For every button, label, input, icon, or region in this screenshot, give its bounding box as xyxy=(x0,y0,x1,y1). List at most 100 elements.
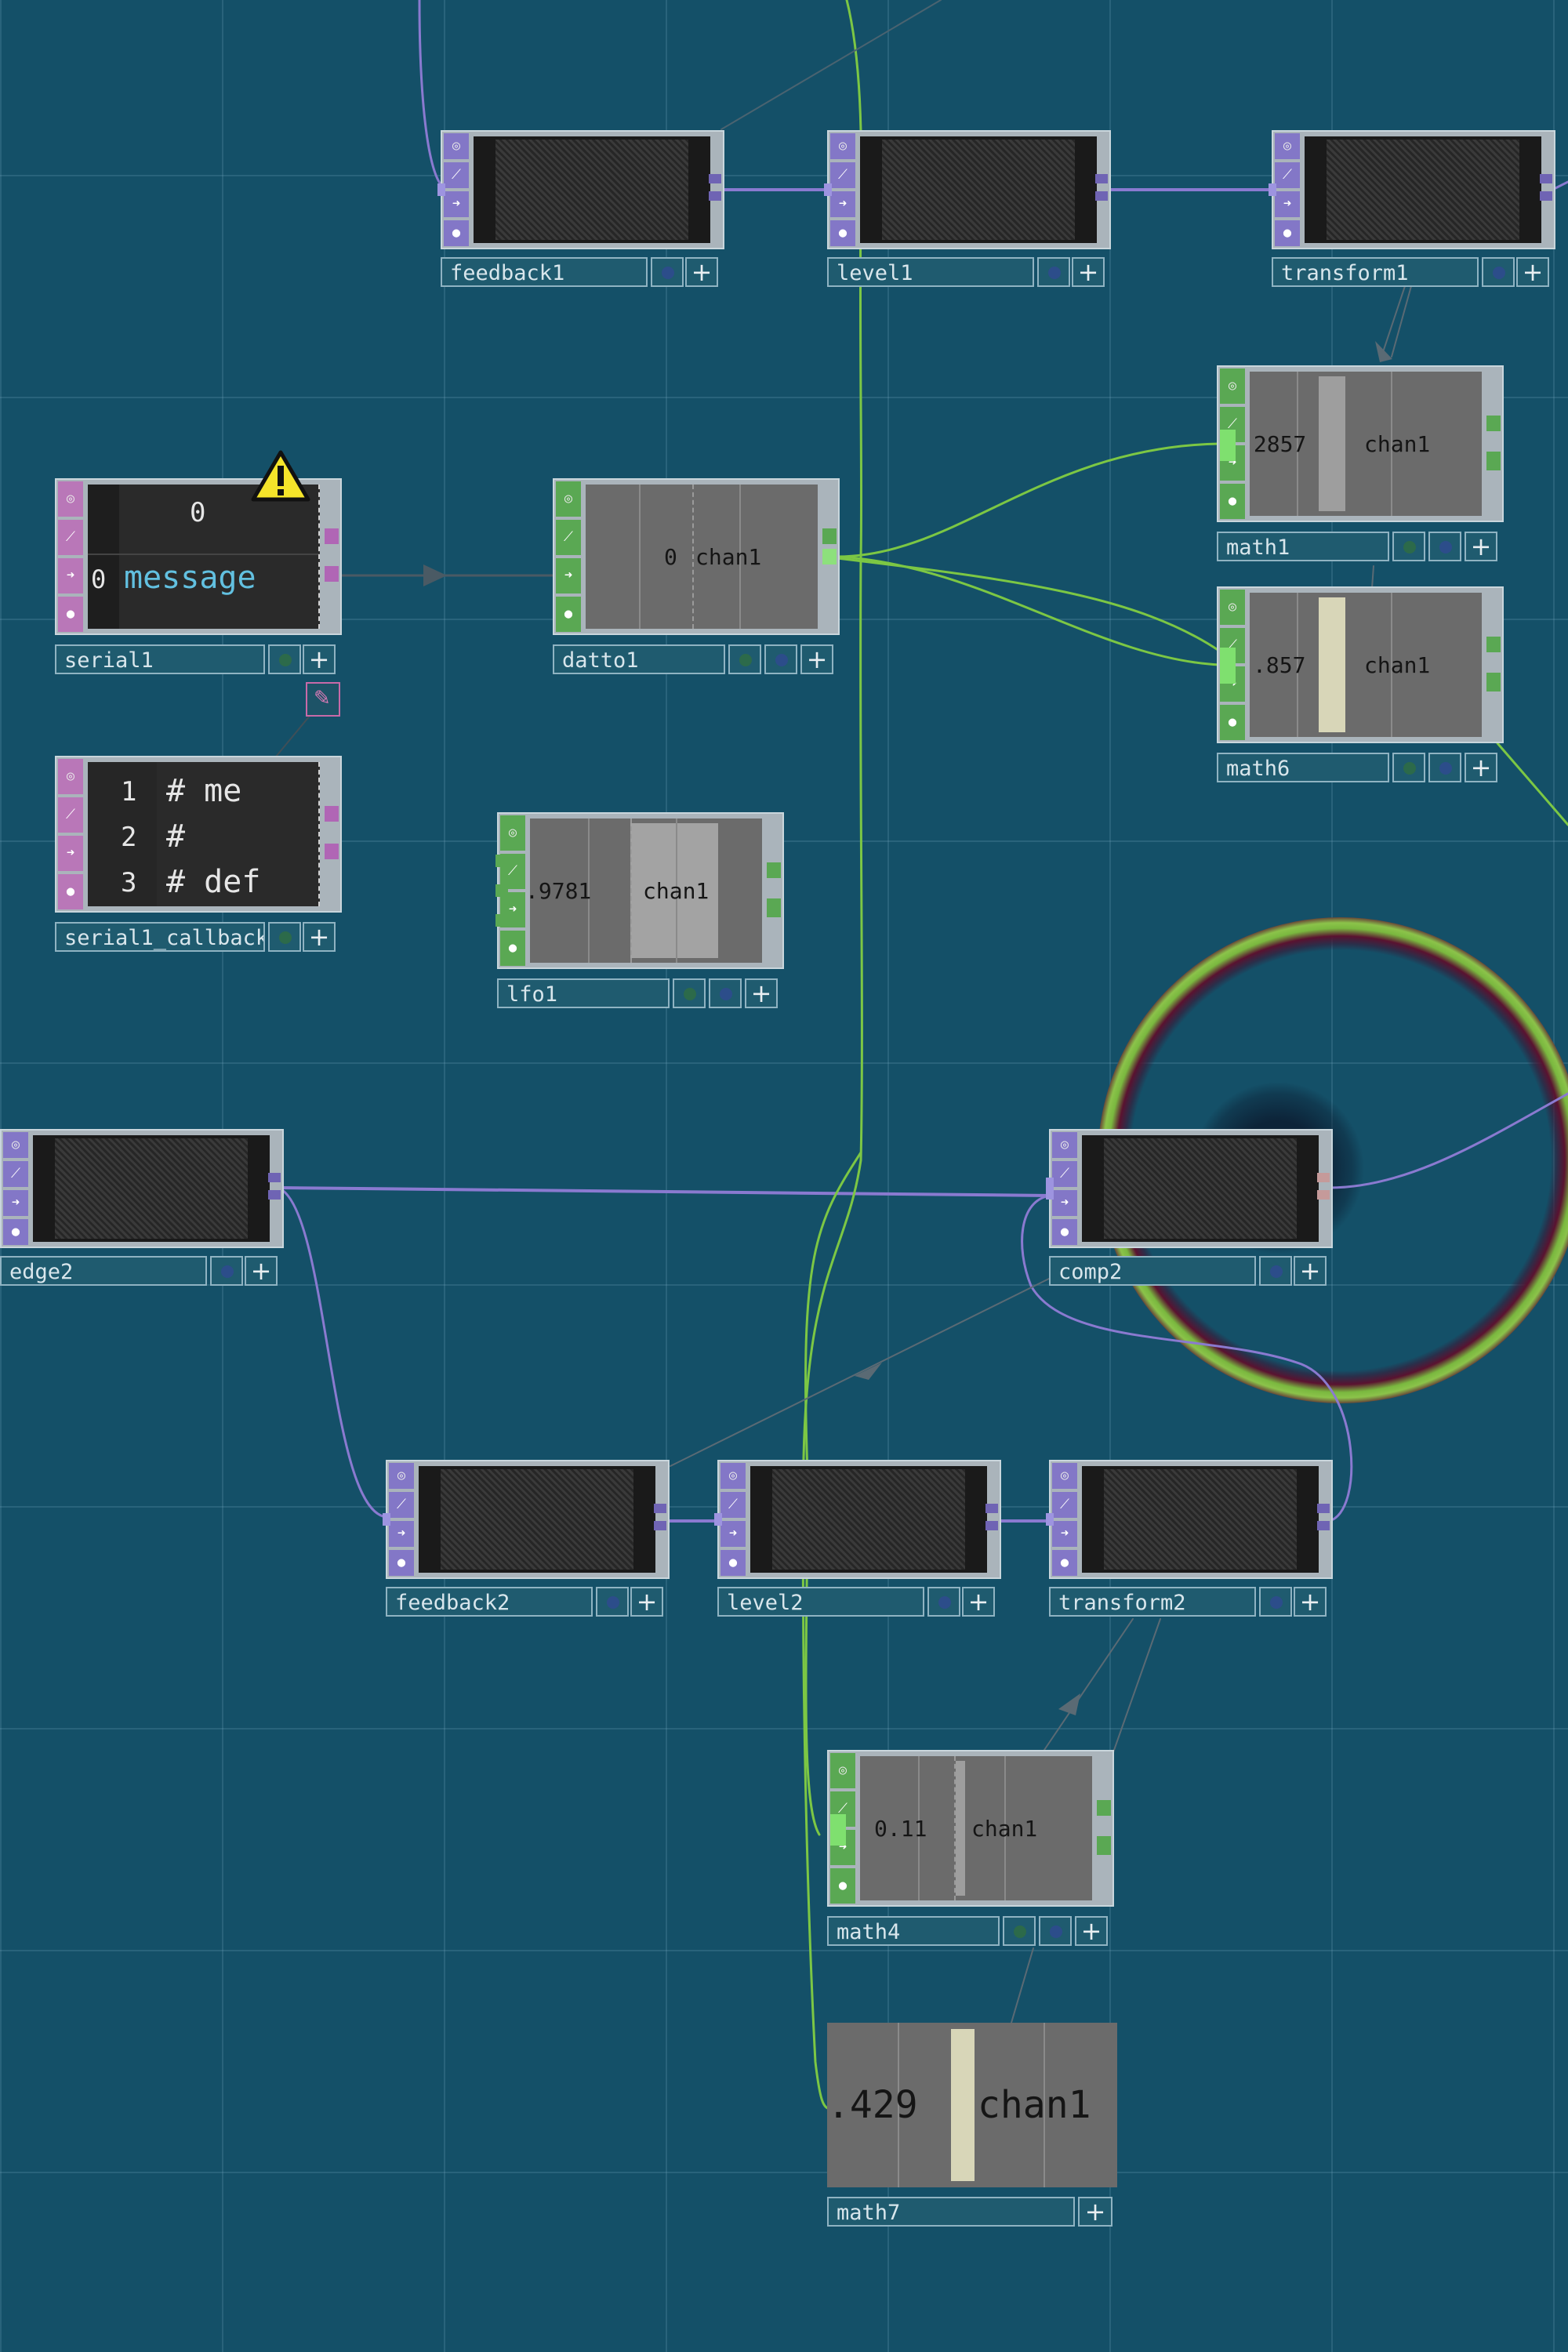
node-name[interactable]: transform2 xyxy=(1049,1587,1256,1617)
level1-node[interactable]: ◎ ⟋ ➜ ● level1 + xyxy=(824,130,1111,287)
viewer-toggle-button[interactable] xyxy=(651,257,684,287)
node-name[interactable]: level1 xyxy=(827,257,1034,287)
input-connector[interactable] xyxy=(495,914,508,927)
output-connector[interactable] xyxy=(1540,174,1552,183)
bypass-icon[interactable]: ⟋ xyxy=(720,1492,746,1518)
viewer-toggle-icon[interactable]: ◎ xyxy=(3,1132,28,1158)
input-connector[interactable] xyxy=(495,884,508,897)
input-connector[interactable] xyxy=(1220,430,1236,461)
add-icon[interactable]: + xyxy=(1294,1256,1327,1286)
pass-through-icon[interactable]: ➜ xyxy=(389,1521,414,1547)
viewer-toggle-icon[interactable]: ◎ xyxy=(58,481,83,517)
viewer-toggle-button[interactable] xyxy=(1039,1916,1072,1946)
add-icon[interactable]: + xyxy=(303,922,336,952)
node-name[interactable]: transform1 xyxy=(1272,257,1479,287)
cook-icon[interactable]: ● xyxy=(444,220,469,246)
math6-node[interactable]: ◎ ⟋ ➜ ● .857 chan1 math6 + xyxy=(1217,586,1504,782)
warning-icon[interactable] xyxy=(251,450,310,502)
cook-icon[interactable]: ● xyxy=(389,1550,414,1576)
output-connector[interactable] xyxy=(1097,1836,1111,1855)
pass-through-icon[interactable]: ➜ xyxy=(444,191,469,217)
level2-viewer[interactable] xyxy=(750,1466,987,1573)
node-name[interactable]: math4 xyxy=(827,1916,1000,1946)
viewer-toggle-icon[interactable]: ◎ xyxy=(389,1463,414,1489)
viewer-toggle-icon[interactable]: ◎ xyxy=(1275,133,1300,159)
output-connector[interactable] xyxy=(325,528,339,544)
transform1-node[interactable]: ◎ ⟋ ➜ ● transform1 + xyxy=(1269,130,1555,287)
viewer-toggle-button[interactable] xyxy=(210,1256,243,1286)
viewer-toggle-icon[interactable]: ◎ xyxy=(830,1753,855,1788)
level1-viewer[interactable] xyxy=(860,136,1097,243)
pass-through-icon[interactable]: ➜ xyxy=(1275,191,1300,217)
cook-icon[interactable]: ● xyxy=(58,874,83,909)
bypass-icon[interactable]: ⟋ xyxy=(830,162,855,188)
viewer-toggle-button[interactable] xyxy=(1482,257,1515,287)
add-icon[interactable]: + xyxy=(1465,532,1497,561)
add-icon[interactable]: + xyxy=(630,1587,663,1617)
viewer-toggle-button[interactable] xyxy=(1428,753,1461,782)
math4-node[interactable]: ◎ ⟋ ➜ ● 0.11 chan1 math4 + xyxy=(827,1750,1114,1946)
input-connector[interactable] xyxy=(383,1513,390,1526)
output-connector[interactable] xyxy=(985,1521,998,1530)
add-icon[interactable]: + xyxy=(1465,753,1497,782)
output-connector[interactable] xyxy=(268,1190,281,1200)
pass-through-icon[interactable]: ➜ xyxy=(1052,1521,1077,1547)
bypass-icon[interactable]: ⟋ xyxy=(58,520,83,555)
cook-icon[interactable]: ● xyxy=(3,1219,28,1245)
transform2-viewer[interactable] xyxy=(1082,1466,1319,1573)
comp2-viewer[interactable] xyxy=(1082,1135,1319,1242)
viewer-toggle-button[interactable] xyxy=(709,978,742,1008)
feedback1-node[interactable]: ◎ ⟋ ➜ ● feedback1 + xyxy=(437,130,724,287)
math7-node[interactable]: .429 chan1 math7 + xyxy=(827,2023,1117,2227)
feedback2-node[interactable]: ◎ ⟋ ➜ ● feedback2 + xyxy=(383,1460,670,1617)
viewer-toggle-icon[interactable]: ◎ xyxy=(58,759,83,794)
cook-icon[interactable]: ● xyxy=(830,220,855,246)
output-connector[interactable] xyxy=(1317,1190,1330,1200)
node-name[interactable]: comp2 xyxy=(1049,1256,1256,1286)
add-icon[interactable]: + xyxy=(1072,257,1105,287)
input-connector[interactable] xyxy=(1046,1513,1054,1526)
bypass-icon[interactable]: ⟋ xyxy=(500,854,525,889)
pass-through-icon[interactable]: ➜ xyxy=(3,1190,28,1216)
node-name[interactable]: edge2 xyxy=(0,1256,207,1286)
cook-icon[interactable]: ● xyxy=(556,597,581,632)
math1-channel-viewer[interactable]: .2857 chan1 xyxy=(1250,372,1482,516)
output-connector[interactable] xyxy=(1486,416,1501,431)
feedback2-viewer[interactable] xyxy=(419,1466,655,1573)
output-connector[interactable] xyxy=(1095,191,1108,201)
node-name[interactable]: feedback2 xyxy=(386,1587,593,1617)
node-name[interactable]: serial1 xyxy=(55,644,265,674)
cook-icon[interactable]: ● xyxy=(1052,1550,1077,1576)
callbacks-text-viewer[interactable]: 1 # me 2 # 3 # def xyxy=(88,762,320,906)
math1-node[interactable]: ◎ ⟋ ➜ ● .2857 chan1 math1 + xyxy=(1217,365,1504,561)
output-connector[interactable] xyxy=(325,844,339,859)
level2-node[interactable]: ◎ ⟋ ➜ ● level2 + xyxy=(714,1460,1001,1617)
output-connector[interactable] xyxy=(1097,1800,1111,1816)
pass-through-icon[interactable]: ➜ xyxy=(556,558,581,593)
output-connector[interactable] xyxy=(325,566,339,582)
output-connector[interactable] xyxy=(822,528,837,544)
pass-through-icon[interactable]: ➜ xyxy=(58,836,83,871)
viewer-toggle-button[interactable] xyxy=(268,922,301,952)
node-name[interactable]: math7 xyxy=(827,2197,1075,2227)
pass-through-icon[interactable]: ➜ xyxy=(720,1521,746,1547)
node-name[interactable]: lfo1 xyxy=(497,978,670,1008)
viewer-toggle-icon[interactable]: ◎ xyxy=(500,815,525,851)
input-connector[interactable] xyxy=(1269,183,1276,196)
add-icon[interactable]: + xyxy=(245,1256,278,1286)
output-connector[interactable] xyxy=(654,1521,666,1530)
output-connector[interactable] xyxy=(1486,452,1501,470)
pass-through-icon[interactable]: ➜ xyxy=(58,558,83,593)
input-connector[interactable] xyxy=(824,183,832,196)
output-connector[interactable] xyxy=(1317,1521,1330,1530)
active-toggle-button[interactable] xyxy=(1392,532,1425,561)
cook-icon[interactable]: ● xyxy=(1220,484,1245,519)
pass-through-icon[interactable]: ➜ xyxy=(830,191,855,217)
viewer-toggle-button[interactable] xyxy=(596,1587,629,1617)
active-toggle-button[interactable] xyxy=(1003,1916,1036,1946)
viewer-toggle-button[interactable] xyxy=(1428,532,1461,561)
input-connector[interactable] xyxy=(1046,1178,1054,1200)
datto1-node[interactable]: ◎ ⟋ ➜ ● 0 chan1 datto1 + xyxy=(553,478,840,674)
node-name[interactable]: level2 xyxy=(717,1587,924,1617)
output-connector[interactable] xyxy=(1095,174,1108,183)
